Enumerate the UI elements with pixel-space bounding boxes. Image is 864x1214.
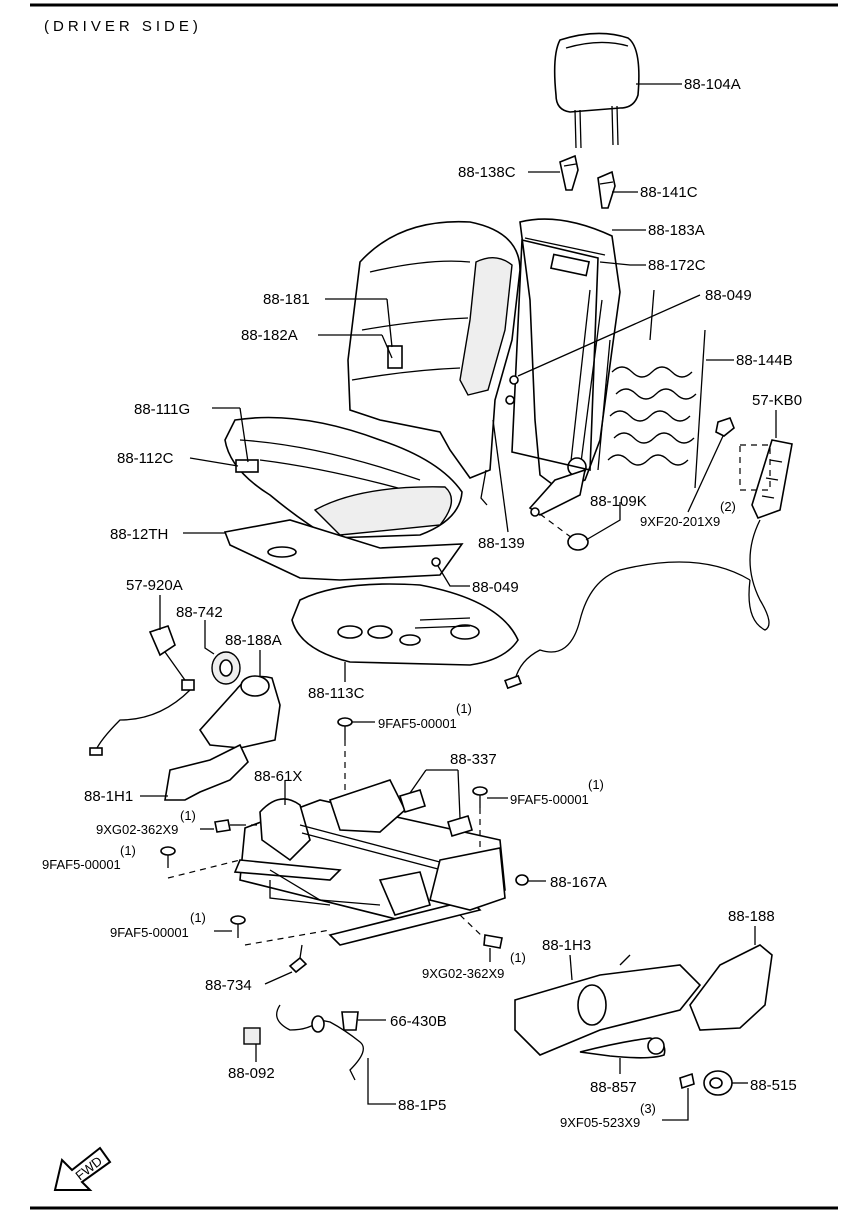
wire-88-139 xyxy=(480,469,488,506)
label-66-430B: 66-430B xyxy=(390,1013,447,1030)
lumbar-mat-part xyxy=(597,289,706,489)
label-88-104A: 88-104A xyxy=(684,76,741,93)
bracket-88-1h1 xyxy=(164,743,249,801)
connector-88-092 xyxy=(243,1027,261,1062)
label-9XF20: 9XF20-201X9 xyxy=(640,514,720,529)
bolt-9xg02-a xyxy=(200,819,262,833)
label-9FAF5-b: 9FAF5-00001 xyxy=(510,792,589,807)
label-88-182A: 88-182A xyxy=(241,327,298,344)
cover-88-188 xyxy=(689,926,773,1031)
harness-88-1p5 xyxy=(276,1004,396,1105)
seat-track-frame xyxy=(233,779,506,946)
seat-cushion-part xyxy=(224,416,463,539)
label-9XF20-qty: (2) xyxy=(720,499,736,514)
label-88-1H1: 88-1H1 xyxy=(84,788,133,805)
guide-88-141c xyxy=(597,170,616,209)
label-88-141C: 88-141C xyxy=(640,184,698,201)
nut-9xf20 xyxy=(687,417,735,513)
label-88-139: 88-139 xyxy=(478,535,525,552)
label-88-12TH: 88-12TH xyxy=(110,526,168,543)
label-88-113C: 88-113C xyxy=(308,685,365,702)
seat-pan-part xyxy=(291,583,519,666)
grommet-66-430b xyxy=(341,1011,386,1031)
label-9XF05-qty: (3) xyxy=(640,1101,656,1116)
clips-88-337 xyxy=(398,769,473,837)
label-88-61X: 88-61X xyxy=(254,768,302,785)
seatback-cushion-part xyxy=(347,220,521,479)
cap-88-109k xyxy=(539,502,621,551)
label-88-515: 88-515 xyxy=(750,1077,797,1094)
label-88-1P5: 88-1P5 xyxy=(398,1097,446,1114)
knob-88-742 xyxy=(211,651,241,685)
back-panel-part xyxy=(511,238,646,471)
headrest-part xyxy=(553,32,640,149)
label-9XF05: 9XF05-523X9 xyxy=(560,1115,640,1130)
label-88-049-upper: 88-049 xyxy=(705,287,752,304)
pad-88-12th xyxy=(223,519,464,581)
bolt-88-734 xyxy=(264,944,308,985)
diagram-title: (DRIVER SIDE) xyxy=(44,18,202,35)
label-88-111G: 88-111G xyxy=(134,401,190,418)
label-88-049-lower: 88-049 xyxy=(472,579,519,596)
label-88-172C: 88-172C xyxy=(648,257,706,274)
label-88-734: 88-734 xyxy=(205,977,252,994)
label-57-920A: 57-920A xyxy=(126,577,183,594)
label-88-183A: 88-183A xyxy=(648,222,705,239)
label-9XG02-b-qty: (1) xyxy=(510,950,526,965)
guide-88-138c xyxy=(559,154,579,191)
label-9FAF5-c: 9FAF5-00001 xyxy=(42,857,121,872)
label-88-337: 88-337 xyxy=(450,751,497,768)
label-88-167A: 88-167A xyxy=(550,874,607,891)
bolt-9faf5-c xyxy=(160,846,241,879)
label-9XG02-b: 9XG02-362X9 xyxy=(422,966,504,981)
label-9XG02-a: 9XG02-362X9 xyxy=(96,822,178,837)
label-88-112C: 88-112C xyxy=(117,450,174,467)
label-9FAF5-d-qty: (1) xyxy=(190,910,206,925)
buckle-57-920a xyxy=(89,624,195,756)
label-88-857: 88-857 xyxy=(590,1079,637,1096)
label-88-742: 88-742 xyxy=(176,604,223,621)
label-9FAF5-a: 9FAF5-00001 xyxy=(378,716,457,731)
label-88-188A: 88-188A xyxy=(225,632,282,649)
cover-88-188a xyxy=(198,675,281,749)
screw-9xf05 xyxy=(662,1072,695,1121)
label-57-KB0: 57-KB0 xyxy=(752,392,802,409)
bolt-9xg02-b xyxy=(459,914,503,962)
washer-88-515 xyxy=(703,1070,748,1096)
label-9FAF5-c-qty: (1) xyxy=(120,843,136,858)
label-9FAF5-b-qty: (1) xyxy=(588,777,604,792)
label-9XG02-a-qty: (1) xyxy=(180,808,196,823)
cover-88-1h3 xyxy=(514,954,702,1056)
bolt-9faf5-d xyxy=(214,915,331,946)
nut-88-167a xyxy=(515,874,546,886)
bolt-9faf5-a xyxy=(337,717,375,790)
label-88-092: 88-092 xyxy=(228,1065,275,1082)
clip-88-049-lower xyxy=(431,557,441,567)
seatback-frame-part xyxy=(519,218,621,517)
label-88-138C: 88-138C xyxy=(458,164,516,181)
module-57-kb0 xyxy=(504,439,793,690)
label-9FAF5-a-qty: (1) xyxy=(456,701,472,716)
label-88-1H3: 88-1H3 xyxy=(542,937,591,954)
lever-88-857 xyxy=(579,1037,666,1074)
label-9FAF5-d: 9FAF5-00001 xyxy=(110,925,189,940)
clip-88-049-upper xyxy=(509,375,519,385)
label-88-144B: 88-144B xyxy=(736,352,793,369)
label-88-188: 88-188 xyxy=(728,908,775,925)
label-88-181: 88-181 xyxy=(263,291,310,308)
fwd-arrow-icon: FWD xyxy=(53,1146,112,1191)
label-88-109K: 88-109K xyxy=(590,493,647,510)
bolt-9faf5-b xyxy=(472,786,508,850)
